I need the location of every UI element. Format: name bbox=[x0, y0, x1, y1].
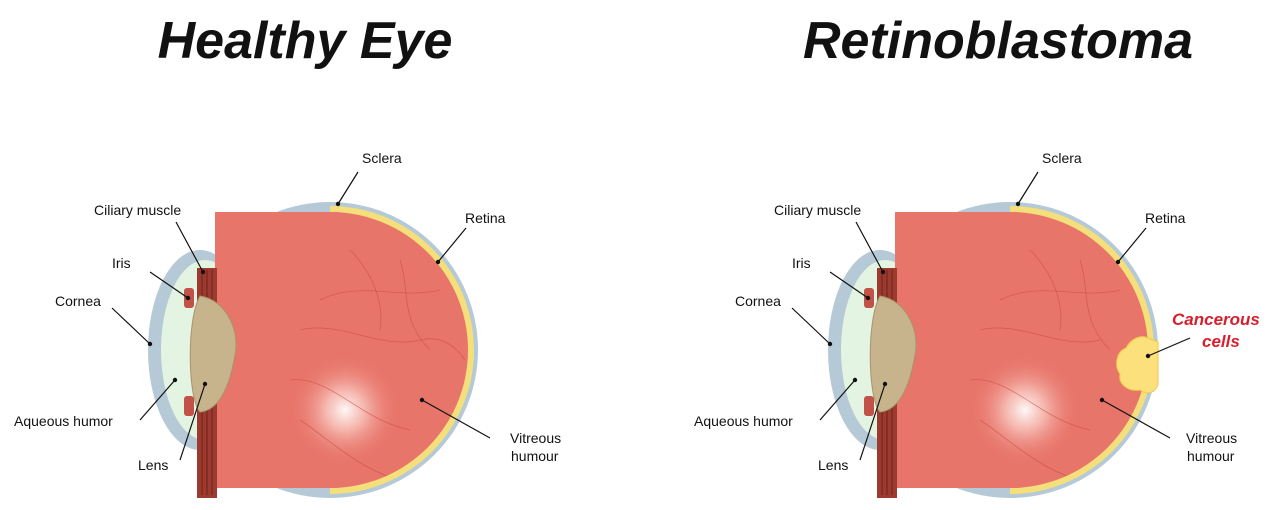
healthy-eye: Sclera Retina Ciliary muscle Iris Cornea… bbox=[14, 150, 561, 498]
label-retina: Retina bbox=[465, 210, 506, 226]
retinoblastoma-eye: Sclera Retina Ciliary muscle Iris Cornea… bbox=[694, 150, 1260, 498]
label-aqueous-humor: Aqueous humor bbox=[694, 413, 793, 429]
iris-lower bbox=[184, 396, 194, 416]
label-cells: cells bbox=[1202, 332, 1240, 351]
label-vitreous: Vitreous bbox=[1186, 430, 1237, 446]
label-humour: humour bbox=[511, 448, 559, 464]
label-cornea: Cornea bbox=[735, 293, 781, 309]
light-glow bbox=[290, 355, 400, 465]
label-ciliary-muscle: Ciliary muscle bbox=[774, 202, 861, 218]
healthy-eye-title: Healthy Eye bbox=[158, 12, 453, 70]
label-ciliary-muscle: Ciliary muscle bbox=[94, 202, 181, 218]
label-vitreous: Vitreous bbox=[510, 430, 561, 446]
label-sclera: Sclera bbox=[1042, 150, 1082, 166]
label-lens: Lens bbox=[818, 457, 848, 473]
label-aqueous-humor: Aqueous humor bbox=[14, 413, 113, 429]
label-sclera: Sclera bbox=[362, 150, 402, 166]
light-glow bbox=[970, 355, 1080, 465]
label-iris: Iris bbox=[112, 255, 131, 271]
label-cornea: Cornea bbox=[55, 293, 101, 309]
label-cancerous: Cancerous bbox=[1172, 310, 1260, 329]
iris-lower bbox=[864, 396, 874, 416]
label-lens: Lens bbox=[138, 457, 168, 473]
retinoblastoma-title: Retinoblastoma bbox=[803, 12, 1193, 70]
label-retina: Retina bbox=[1145, 210, 1186, 226]
label-iris: Iris bbox=[792, 255, 811, 271]
label-humour: humour bbox=[1187, 448, 1235, 464]
